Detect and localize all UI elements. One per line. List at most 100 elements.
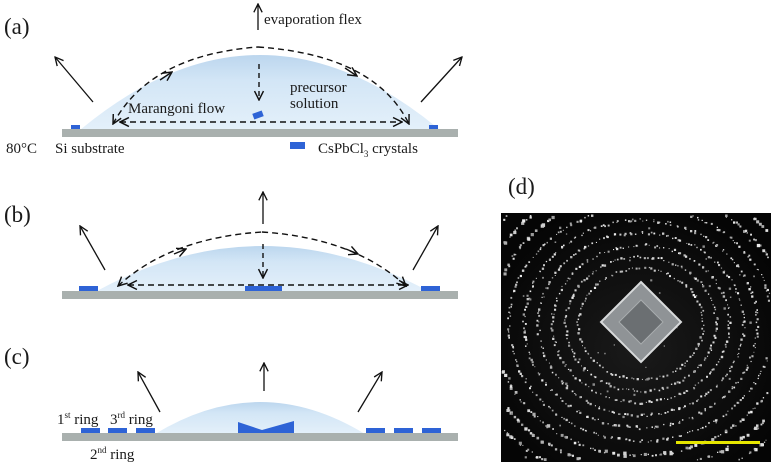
ring-crystal-dot: [537, 372, 539, 374]
ring-crystal-dot: [757, 325, 760, 328]
ring-crystal-dot: [704, 410, 706, 412]
ring-crystal-dot: [692, 354, 694, 356]
scattered-crystal-dot: [645, 366, 647, 368]
ring-crystal-dot: [548, 362, 550, 364]
ring-crystal-dot: [573, 441, 577, 445]
ring-crystal-dot: [602, 224, 605, 227]
ring-crystal-dot: [641, 439, 643, 441]
ring-crystal-dot: [573, 254, 575, 256]
ring-crystal-dot: [716, 317, 718, 318]
ring-crystal-dot: [739, 225, 742, 228]
ring-crystal-dot: [650, 401, 653, 403]
ring-crystal-dot: [648, 266, 651, 269]
ring-crystal-dot: [515, 283, 518, 286]
ring-crystal-dot: [536, 436, 540, 440]
ring-crystal-dot: [590, 357, 592, 359]
ring-crystal-dot: [531, 451, 533, 453]
ring-crystal-dot: [532, 285, 534, 287]
ring-crystal-dot: [542, 403, 545, 406]
ring-crystal-dot: [536, 324, 539, 327]
ring-crystal-dot: [624, 232, 627, 235]
ring-crystal-dot: [541, 379, 544, 382]
ring-crystal-dot: [710, 344, 712, 347]
ring-crystal-dot: [725, 299, 727, 302]
ring-crystal-dot: [700, 427, 702, 429]
ring-crystal-dot: [582, 428, 585, 431]
ring-crystal-dot: [600, 393, 602, 395]
ring-crystal-dot: [762, 365, 765, 368]
ring-crystal-dot: [719, 358, 721, 360]
ring-crystal-dot: [713, 241, 715, 243]
ring-crystal-dot: [581, 340, 584, 343]
ring-crystal-dot: [716, 244, 719, 247]
ring-crystal-dot: [684, 269, 687, 271]
ring-crystal-dot: [580, 427, 582, 430]
ring-crystal-dot: [524, 266, 526, 268]
ring-crystal-dot: [526, 294, 529, 297]
ring-crystal-dot: [732, 362, 734, 364]
ring-crystal-dot: [765, 253, 768, 256]
ring-crystal-dot: [683, 391, 686, 394]
ring-crystal-dot: [558, 267, 561, 269]
ring-crystal-dot: [623, 454, 627, 458]
ring-crystal-dot: [634, 219, 637, 222]
ring-crystal-dot: [742, 275, 744, 277]
ring-crystal-dot: [738, 348, 740, 350]
ring-crystal-dot: [733, 221, 736, 224]
ring-crystal-dot: [556, 233, 558, 235]
ring-crystal-dot: [643, 452, 647, 456]
ring-crystal-dot: [753, 302, 756, 304]
ring-crystal-dot: [584, 429, 587, 432]
ring-crystal-dot: [577, 332, 580, 335]
ring-crystal-dot: [669, 422, 672, 425]
ring-crystal-dot: [647, 377, 650, 380]
ring-crystal-dot: [579, 396, 582, 399]
ring-crystal-dot: [557, 231, 560, 234]
ring-crystal-dot: [516, 360, 518, 363]
ring-crystal-dot: [530, 385, 532, 388]
ring-crystal-dot: [594, 226, 597, 229]
ring-crystal-dot: [707, 355, 709, 357]
ring-crystal-dot: [760, 400, 763, 403]
ring-crystal-dot: [743, 251, 746, 253]
ring-crystal-dot: [555, 297, 558, 299]
ring-crystal-dot: [592, 271, 594, 273]
ring-crystal-dot: [662, 437, 665, 440]
ring-crystal-dot: [756, 243, 761, 248]
ring-crystal-dot: [519, 274, 522, 278]
ring-crystal-dot: [614, 399, 617, 401]
ring-crystal-dot: [539, 248, 542, 251]
ring-crystal-dot: [555, 373, 557, 376]
ring-crystal-dot: [570, 438, 572, 441]
ring-crystal-dot: [707, 293, 710, 295]
ring-crystal-dot: [535, 253, 538, 255]
ring-crystal-dot: [593, 431, 595, 434]
ring-crystal-dot: [507, 328, 510, 331]
ring-crystal-dot: [556, 433, 558, 435]
ring-crystal-dot: [518, 246, 522, 249]
ring-crystal-dot: [753, 263, 756, 266]
ring-crystal-dot: [617, 424, 621, 427]
ring-crystal-dot: [552, 316, 555, 319]
ring-crystal-dot: [519, 372, 522, 375]
ring-crystal-dot: [729, 370, 732, 373]
ring-crystal-dot: [704, 395, 706, 397]
ring-crystal-dot: [750, 387, 753, 390]
ring-crystal-dot: [582, 444, 585, 447]
ring-crystal-dot: [517, 365, 519, 367]
ring-crystal-dot: [688, 417, 690, 419]
ring-crystal-dot: [574, 393, 576, 395]
ring-crystal-dot: [573, 355, 575, 358]
ring-crystal-dot: [626, 388, 628, 390]
ring-crystal-dot: [577, 361, 580, 364]
ring-crystal-dot: [743, 395, 745, 397]
ring-crystal-dot: [735, 291, 737, 293]
ring-crystal-dot: [713, 420, 715, 422]
ring-crystal-dot: [720, 292, 723, 295]
edge-crystal-right-b: [421, 286, 440, 291]
ring-crystal-dot: [519, 244, 522, 247]
ring-crystal-dot: [703, 235, 705, 237]
ring-crystal-dot: [639, 218, 641, 220]
ring-crystal-dot: [699, 336, 702, 339]
ring-crystal-dot: [767, 256, 769, 259]
